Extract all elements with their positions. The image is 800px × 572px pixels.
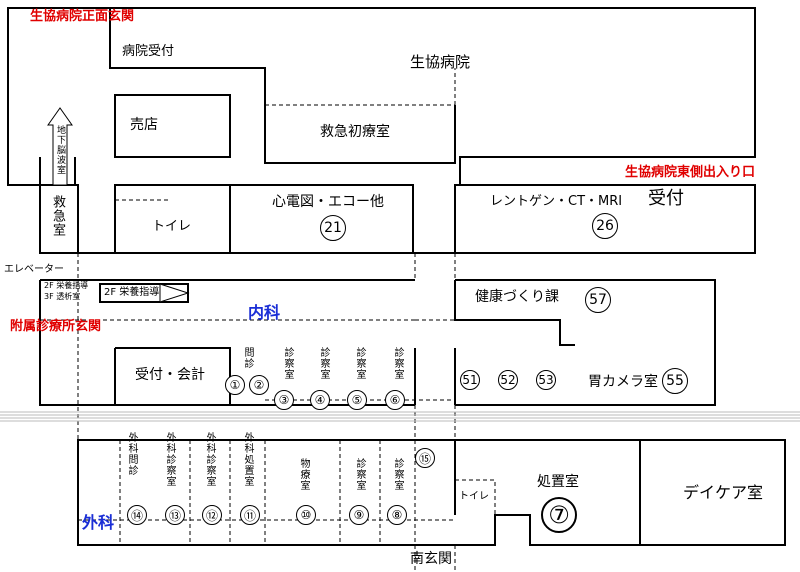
nutrition-arrow-label: 2F 栄養指導 — [104, 287, 160, 298]
exam-room-3-label: 診察室 — [282, 347, 293, 380]
hospital-title: 生協病院 — [410, 53, 471, 71]
room-57-marker: 57 — [585, 287, 611, 313]
shop-label: 売店 — [130, 117, 158, 133]
room-14-marker: ⑭ — [127, 505, 147, 525]
room-13-marker: ⑬ — [165, 505, 185, 525]
treatment-room-label: 処置室 — [537, 474, 579, 490]
surg-interview-label: 外科問診 — [126, 432, 137, 476]
surg-exam-2-label: 外科診察室 — [204, 432, 215, 487]
toilet-2-label: トイレ — [459, 491, 489, 502]
underground-eeg-label: 地下脳波室 — [55, 125, 65, 175]
emergency-room-label: 救急初療室 — [320, 124, 390, 140]
room-11-marker: ⑪ — [240, 505, 260, 525]
floor-3f-label: 3F 透析室 — [44, 292, 81, 301]
gastro-camera-label: 胃カメラ室 — [588, 374, 658, 390]
room-9-marker: ⑨ — [349, 505, 369, 525]
annex-entrance-label: 附属診療所玄関 — [10, 319, 102, 334]
surg-exam-1-label: 外科診察室 — [164, 432, 175, 487]
room-21-marker: 21 — [320, 215, 346, 241]
surg-treatment-label: 外科処置室 — [242, 432, 253, 487]
room-55-marker: 55 — [662, 368, 688, 394]
floor-2f-label: 2F 栄養指導 — [44, 281, 89, 290]
exam-room-4-label: 診察室 — [318, 347, 329, 380]
room-10-marker: ⑩ — [296, 505, 316, 525]
room-1-marker: ① — [225, 375, 245, 395]
exam-room-9-label: 診察室 — [354, 458, 365, 491]
health-dept-label: 健康づくり課 — [475, 289, 559, 305]
toilet-1-label: トイレ — [152, 219, 192, 234]
room-52-marker: 52 — [498, 370, 518, 390]
room-51-marker: 51 — [460, 370, 480, 390]
room-26-marker: 26 — [592, 213, 618, 239]
room-12-marker: ⑫ — [202, 505, 222, 525]
internal-medicine-label: 内科 — [248, 303, 281, 322]
room-7-marker: ⑦ — [541, 497, 577, 533]
main-entrance-label: 生協病院正面玄関 — [30, 9, 135, 24]
room-4-marker: ④ — [310, 390, 330, 410]
room-53-marker: 53 — [536, 370, 556, 390]
south-entrance-label: 南玄関 — [410, 551, 452, 567]
physio-label: 物療室 — [298, 458, 309, 491]
exam-room-5-label: 診察室 — [354, 347, 365, 380]
interview-label: 問診 — [242, 347, 253, 369]
clinic-reception-label: 受付・会計 — [135, 367, 205, 383]
room-3-marker: ③ — [274, 390, 294, 410]
room-6-marker: ⑥ — [385, 390, 405, 410]
day-care-label: デイケア室 — [683, 483, 764, 502]
exam-room-6-label: 診察室 — [392, 347, 403, 380]
room-5-marker: ⑤ — [347, 390, 367, 410]
emergency-room-v-label: 救急室 — [50, 195, 65, 237]
ecg-echo-label: 心電図・エコー他 — [272, 194, 384, 210]
hospital-reception-label: 病院受付 — [122, 44, 175, 59]
east-entrance-label: 生協病院東側出入り口 — [625, 165, 756, 180]
room-8-marker: ⑧ — [387, 505, 407, 525]
reception-label: 受付 — [648, 188, 684, 209]
room-15-marker: ⑮ — [415, 448, 435, 468]
surgery-label: 外科 — [82, 513, 115, 532]
xray-label: レントゲン・CT・MRI — [490, 194, 623, 209]
room-2-marker: ② — [249, 375, 269, 395]
elevator-label: エレベーター — [4, 264, 64, 275]
exam-room-8-label: 診察室 — [392, 458, 403, 491]
